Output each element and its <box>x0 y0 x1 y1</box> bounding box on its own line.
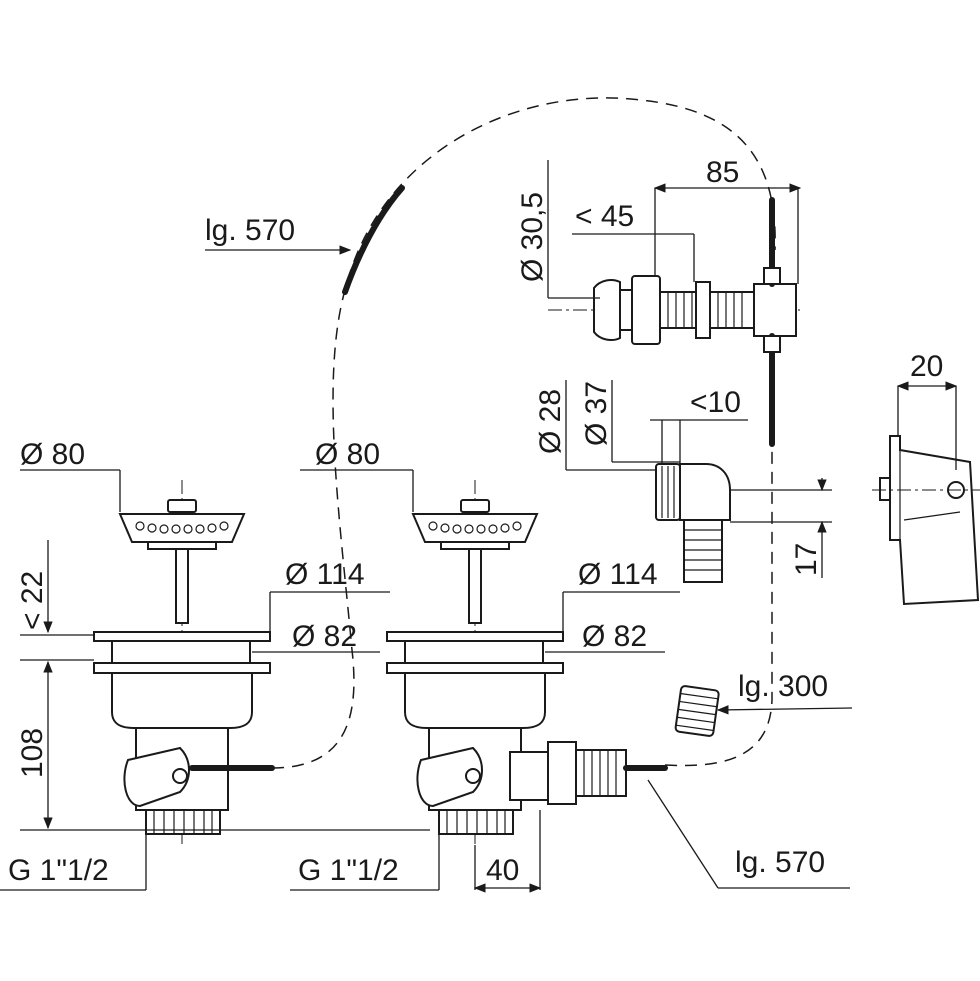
overflow-dimensions: Ø 28 Ø 37 <10 17 <box>534 380 832 578</box>
cable-length-bottom-label: lg. 570 <box>735 846 825 879</box>
left-body-dia-label: Ø 82 <box>292 620 357 653</box>
right-flange <box>386 631 564 642</box>
knob-cable-housing <box>753 283 797 337</box>
overflow-panel-label: <10 <box>690 386 741 419</box>
right-waste-body <box>404 672 546 729</box>
left-flange <box>93 631 271 642</box>
left-waste-body <box>111 672 253 729</box>
knob-head <box>593 279 621 341</box>
body-height-label: 108 <box>16 728 49 778</box>
left-outlet-elbow <box>123 746 190 808</box>
cable-sample-segment <box>342 185 405 295</box>
left-flange-dia-label: Ø 114 <box>285 558 365 591</box>
overflow-elbow <box>655 463 731 583</box>
right-flange-dia-label: Ø 114 <box>578 558 658 591</box>
right-dimensions: Ø 80 Ø 114 Ø 82 G 1"1/2 40 lg. 570 <box>290 438 850 893</box>
overflow-hose <box>683 519 723 583</box>
control-cable-route <box>271 97 776 769</box>
spare-hose-segment: lg. 300 <box>674 670 853 737</box>
right-body-dia-label: Ø 82 <box>582 620 647 653</box>
overflow-outlet <box>509 751 549 801</box>
right-outlet-elbow <box>416 746 483 808</box>
knob-length-label: 85 <box>706 156 739 189</box>
outlet-offset-label: 40 <box>486 854 519 887</box>
left-waste-assembly <box>93 480 275 845</box>
knob-dia-label: Ø 30,5 <box>516 192 549 282</box>
knob-locknut <box>695 281 711 339</box>
hose-corrugation <box>575 749 627 797</box>
strainer-lift-label: < 22 <box>16 571 49 630</box>
side-view-plate: 20 <box>872 350 980 606</box>
cable-length-top-label: lg. 570 <box>205 214 295 247</box>
side-width-label: 20 <box>910 350 943 383</box>
right-thread <box>438 809 514 835</box>
knob-dimensions: 85 < 45 Ø 30,5 <box>516 156 802 299</box>
overflow-dia-inner-label: Ø 37 <box>580 381 613 446</box>
cable-length-top-annotation: lg. 570 <box>205 214 352 255</box>
overflow-dia-outer-label: Ø 28 <box>534 389 567 454</box>
hose-nut <box>547 741 577 805</box>
right-waste-assembly <box>386 480 668 845</box>
control-knob-assembly <box>548 197 800 447</box>
left-strainer-basket <box>118 499 246 624</box>
knob-panel-label: < 45 <box>575 200 634 233</box>
right-thread-label: G 1"1/2 <box>298 854 399 887</box>
knob-nut <box>631 275 661 345</box>
left-dimensions: Ø 80 Ø 114 Ø 82 < 22 108 G 1"1/2 <box>0 438 430 891</box>
overflow-height-label: 17 <box>790 543 823 576</box>
left-strainer-dia-label: Ø 80 <box>20 438 85 471</box>
left-thread-label: G 1"1/2 <box>8 854 109 887</box>
right-strainer-basket <box>411 499 539 624</box>
right-strainer-dia-label: Ø 80 <box>315 438 380 471</box>
hose-length-label: lg. 300 <box>738 670 828 703</box>
